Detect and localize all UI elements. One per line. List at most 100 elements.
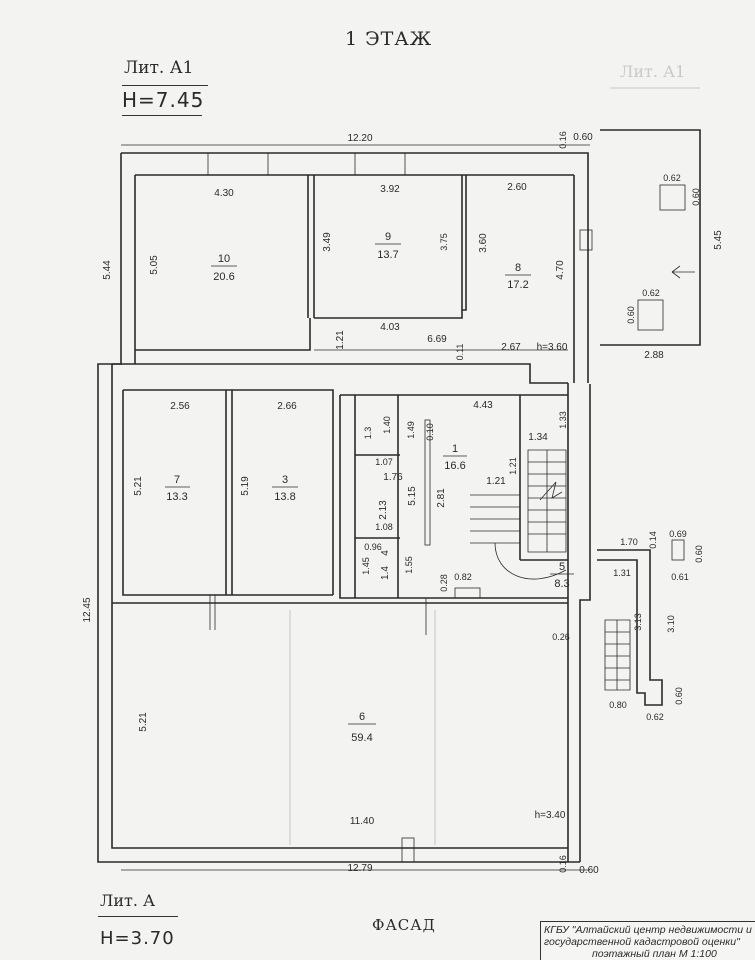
svg-text:0.10: 0.10	[425, 423, 435, 441]
middle-walls	[112, 389, 568, 604]
svg-text:5.15: 5.15	[407, 486, 418, 506]
svg-text:5.21: 5.21	[138, 712, 149, 732]
stamp-line-3: поэтажный план М 1:100	[592, 948, 717, 960]
room-2-area: 2.13	[378, 500, 389, 520]
svg-text:12.45: 12.45	[82, 597, 93, 622]
room-6-id: 6	[359, 711, 365, 723]
svg-text:1.45: 1.45	[361, 557, 371, 575]
svg-text:1.49: 1.49	[406, 421, 416, 439]
porch-block	[597, 539, 685, 706]
svg-text:1.33: 1.33	[558, 411, 568, 429]
svg-text:12.20: 12.20	[347, 133, 372, 144]
door-bottom	[401, 837, 415, 863]
svg-text:1.3: 1.3	[363, 427, 373, 440]
svg-text:1.76: 1.76	[383, 472, 403, 483]
room-10-area: 20.6	[213, 271, 234, 283]
lit-a1-label: Лит. А1	[124, 58, 194, 78]
room-3-id: 3	[282, 474, 288, 486]
dimension-lines	[121, 144, 700, 871]
room-9-id: 9	[385, 231, 391, 243]
room-6-area: 59.4	[351, 732, 372, 744]
upper-walls	[135, 152, 593, 351]
svg-text:12.79: 12.79	[347, 863, 372, 874]
outer-walls	[97, 152, 591, 863]
svg-text:1.34: 1.34	[528, 432, 548, 443]
svg-text:6.69: 6.69	[427, 334, 447, 345]
svg-text:1.21: 1.21	[335, 330, 346, 350]
svg-text:0.96: 0.96	[364, 542, 382, 552]
lit-a-divider	[98, 916, 178, 917]
extension-block	[600, 129, 701, 346]
svg-text:h=3.60: h=3.60	[537, 342, 568, 353]
svg-text:0.14: 0.14	[648, 531, 658, 549]
svg-text:0.69: 0.69	[669, 529, 687, 539]
svg-text:1.31: 1.31	[613, 568, 631, 578]
svg-text:0.60: 0.60	[573, 132, 593, 143]
room-7-area: 13.3	[166, 491, 187, 503]
svg-text:0.11: 0.11	[455, 344, 465, 361]
room-8-id: 8	[515, 262, 521, 274]
lit-a1-divider	[122, 85, 208, 86]
svg-text:2.60: 2.60	[507, 182, 527, 193]
svg-text:2.88: 2.88	[644, 350, 664, 361]
svg-text:3.13: 3.13	[633, 613, 643, 631]
svg-text:0.60: 0.60	[579, 865, 599, 876]
svg-text:4.03: 4.03	[380, 322, 400, 333]
svg-text:0.80: 0.80	[609, 700, 627, 710]
floor-title: 1 ЭТАЖ	[345, 28, 433, 50]
lit-a1-ghost-label: Лит. А1	[620, 62, 686, 81]
room-4-id: 4	[380, 550, 391, 556]
svg-text:0.62: 0.62	[663, 173, 681, 183]
svg-text:1.40: 1.40	[382, 416, 392, 434]
svg-text:0.62: 0.62	[642, 288, 660, 298]
svg-text:1.21: 1.21	[508, 457, 518, 475]
room-4-area: 1.4	[380, 566, 391, 580]
svg-text:0.62: 0.62	[646, 712, 664, 722]
svg-text:4.43: 4.43	[473, 400, 493, 411]
svg-text:0.16: 0.16	[558, 855, 568, 873]
svg-text:0.16: 0.16	[558, 131, 568, 149]
room-5-id: 5	[559, 561, 565, 573]
svg-text:0.60: 0.60	[626, 306, 636, 324]
svg-text:1.08: 1.08	[375, 522, 393, 532]
svg-text:5.45: 5.45	[713, 230, 724, 250]
room-1-area: 16.6	[444, 460, 465, 472]
svg-text:0.26: 0.26	[552, 632, 570, 642]
svg-text:2.56: 2.56	[170, 401, 190, 412]
svg-text:0.60: 0.60	[694, 545, 704, 563]
svg-text:2.66: 2.66	[277, 401, 297, 412]
svg-text:0.60: 0.60	[691, 188, 701, 206]
svg-text:1.55: 1.55	[404, 556, 414, 574]
room-3-area: 13.8	[274, 491, 295, 503]
window-upper-2	[354, 152, 406, 176]
window-upper-3	[579, 229, 593, 251]
svg-text:3.92: 3.92	[380, 184, 400, 195]
svg-text:1.70: 1.70	[620, 537, 638, 547]
stamp-line-2: государственной кадастровой оценки"	[544, 936, 740, 948]
svg-text:5.05: 5.05	[149, 255, 160, 275]
svg-text:3.49: 3.49	[322, 232, 333, 252]
stamp-line-1: КГБУ "Алтайский центр недвижимости и	[544, 924, 752, 936]
svg-text:3.75: 3.75	[439, 233, 449, 251]
room-7-id: 7	[174, 474, 180, 486]
lit-a-label: Лит. А	[100, 891, 156, 910]
svg-text:2.67: 2.67	[501, 342, 521, 353]
svg-text:5.19: 5.19	[240, 476, 251, 496]
svg-text:0.28: 0.28	[439, 574, 449, 592]
svg-text:5.21: 5.21	[133, 476, 144, 496]
svg-text:h=3.40: h=3.40	[535, 810, 566, 821]
svg-text:1.07: 1.07	[375, 457, 393, 467]
room-1-id: 1	[452, 443, 458, 455]
bottom-walls	[209, 587, 481, 863]
svg-text:2.81: 2.81	[436, 488, 447, 508]
room-labels: 10 20.6 9 13.7 8 17.2 7 13.3 3 13.8 1 16…	[165, 231, 574, 744]
room-8-area: 17.2	[507, 279, 528, 291]
facade-label: ФАСАД	[372, 916, 436, 934]
svg-text:0.60: 0.60	[674, 687, 684, 705]
title-stamp: КГБУ "Алтайский центр недвижимости и гос…	[540, 921, 755, 960]
hall-column	[424, 419, 431, 546]
window-upper-1	[207, 152, 269, 176]
main-stairs	[470, 449, 567, 580]
h-a1-label: H=7.45	[122, 88, 205, 112]
